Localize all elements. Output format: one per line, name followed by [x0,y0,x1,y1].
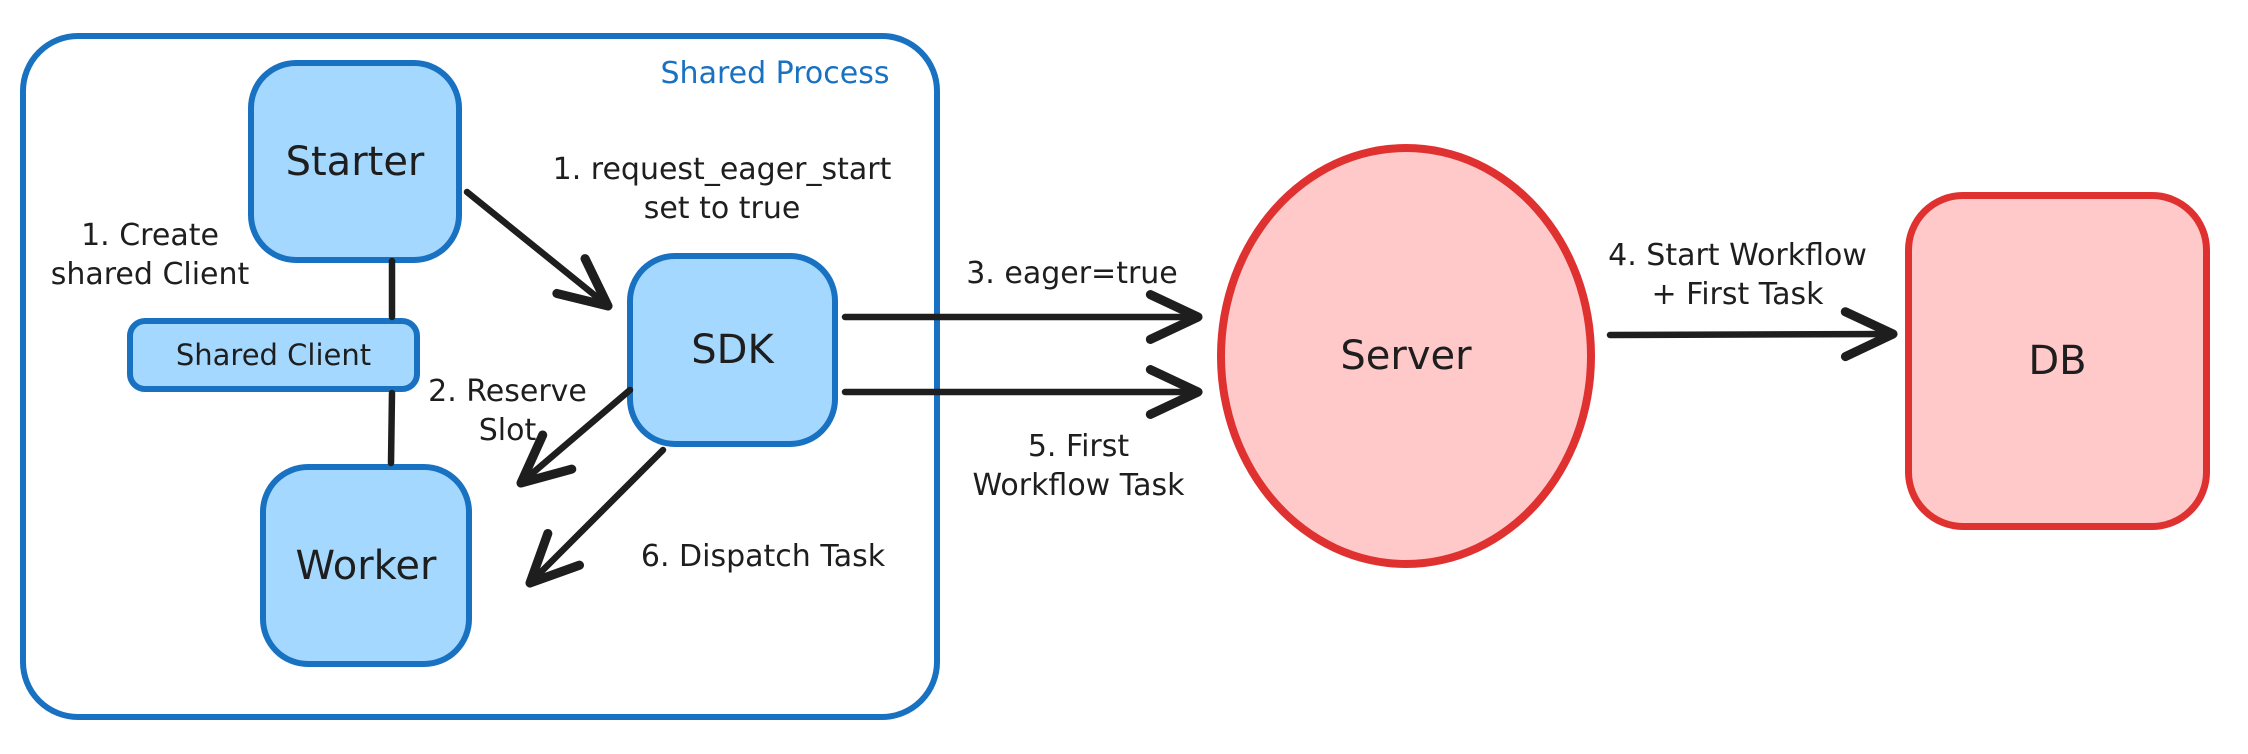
annotation-create-shared-client: 1. Create shared Client [50,218,250,292]
node-shared-client-label: Shared Client [175,338,372,372]
node-db-label: DB [2028,338,2087,384]
node-starter: Starter [248,60,462,263]
node-server-label: Server [1340,333,1472,379]
annotation-start-workflow-first-task: 4. Start Workflow + First Task [1608,238,1867,312]
shared-process-label: Shared Process [660,56,890,91]
arrow-server-to-db [1606,307,1898,362]
node-sdk: SDK [627,253,838,447]
annotation-reserve-slot: 2. Reserve Slot [428,374,587,448]
node-worker-label: Worker [295,542,437,589]
annotation-request-eager-start: 1. request_eager_start set to true [552,152,892,226]
node-db: DB [1905,192,2210,530]
node-shared-client: Shared Client [127,318,420,392]
node-sdk-label: SDK [691,327,774,373]
annotation-eager-true: 3. eager=true [966,256,1178,291]
node-starter-label: Starter [285,138,425,185]
node-server: Server [1217,144,1595,568]
annotation-first-workflow-task: 5. First Workflow Task [972,429,1185,503]
node-worker: Worker [260,464,472,667]
shared-process-container [20,33,940,720]
annotation-dispatch-task: 6. Dispatch Task [640,539,886,574]
